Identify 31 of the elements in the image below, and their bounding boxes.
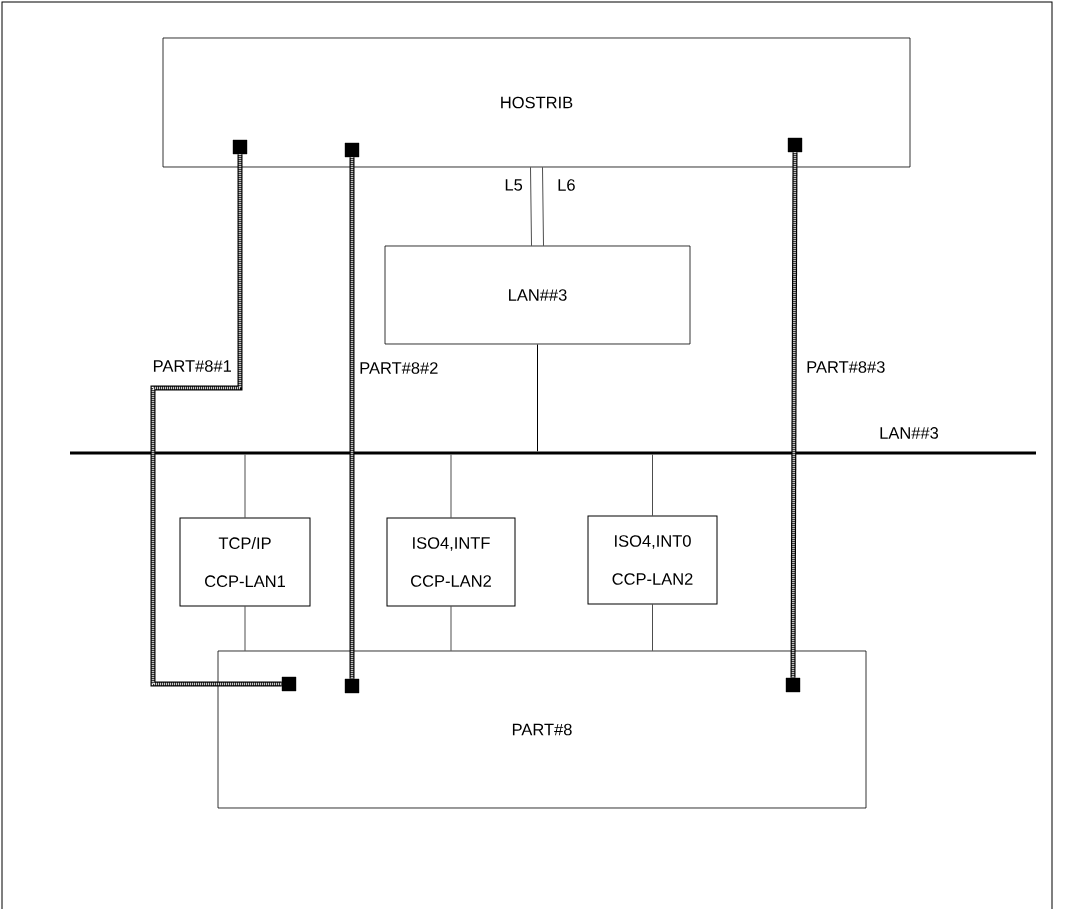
edge-label: L6 (556, 178, 577, 192)
protocol-box: TCP/IP CCP-LAN1 (179, 517, 311, 607)
edge-label: PART#8#1 (151, 359, 233, 373)
connector-line (537, 343, 538, 452)
connector-line (450, 606, 452, 651)
process-box: PART#8 (217, 650, 867, 809)
port-square (281, 676, 297, 692)
port-square (785, 677, 801, 693)
node-label: LAN##3 (880, 427, 939, 439)
connector-line (450, 454, 452, 518)
port-square (787, 137, 803, 153)
port-square (344, 142, 360, 158)
edge-label: PART#8#2 (358, 361, 440, 375)
connector-line (530, 167, 532, 246)
hatched-line (150, 154, 282, 687)
port-square (232, 139, 248, 155)
process-box: HOSTRIB (162, 37, 911, 168)
protocol-box: ISO4,INT0 CCP-LAN2 (587, 515, 718, 605)
connector-line (542, 167, 544, 246)
edge-label: L5 (503, 178, 524, 192)
hatched-line (790, 152, 798, 678)
edge-label: PART#8#3 (805, 360, 887, 374)
process-box: LAN##3 (384, 245, 691, 345)
hatched-line (349, 157, 355, 679)
network-bus: LAN##3 (70, 427, 1036, 455)
port-square (344, 678, 360, 694)
connector-line (244, 606, 246, 651)
protocol-box: ISO4,INTF CCP-LAN2 (386, 517, 516, 607)
connector-line (244, 454, 246, 518)
connector-line (652, 604, 653, 651)
connector-line (652, 454, 653, 516)
